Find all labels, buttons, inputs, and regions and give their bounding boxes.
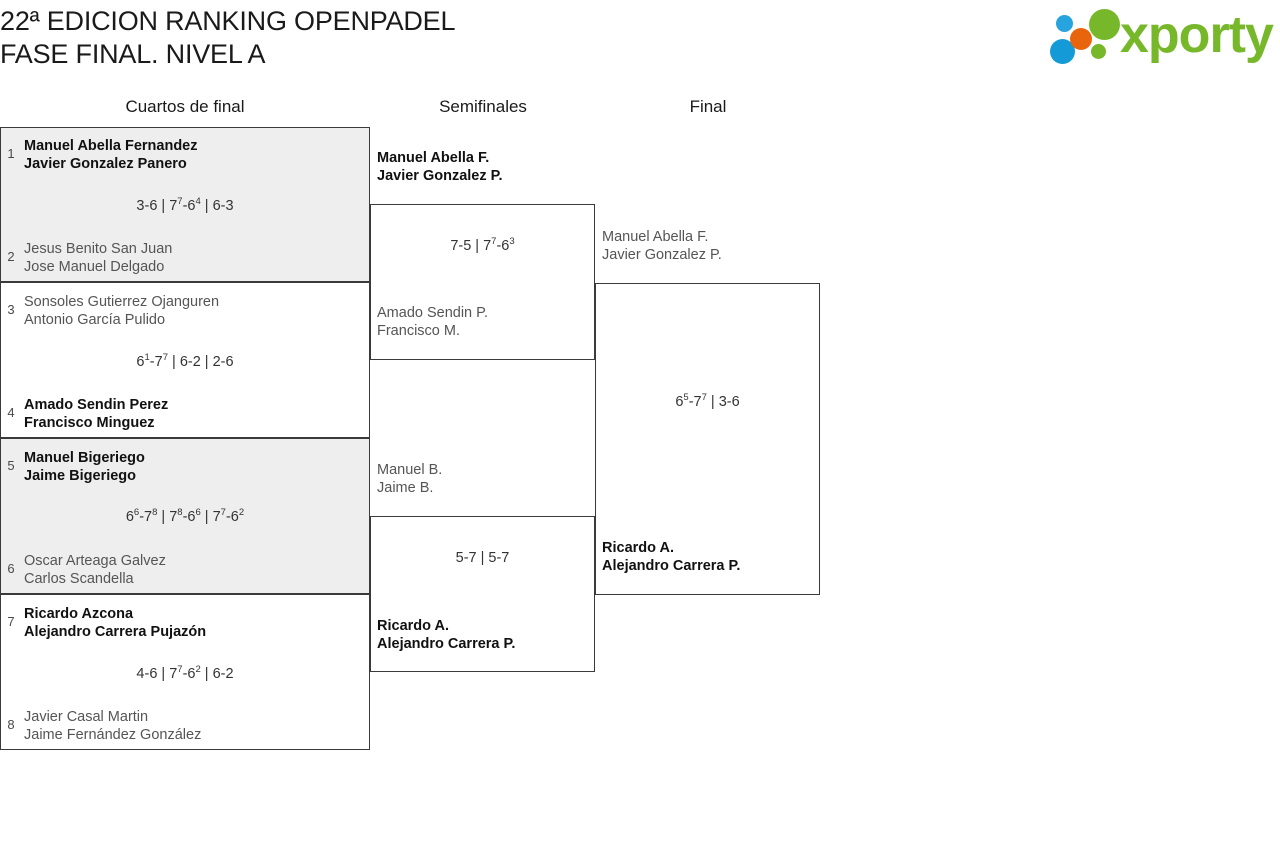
team-qf-1-bottom: Jesus Benito San Juan Jose Manuel Delgad… [24,241,173,275]
logo-dot-green-small-icon [1091,44,1106,59]
team-qf-2-top: Sonsoles Gutierrez Ojanguren Antonio Gar… [24,294,220,328]
team-sf-1-bottom: Amado Sendin P. Francisco M. [377,305,488,339]
team-qf-1-top: Manuel Abella Fernandez Javier Gonzalez … [24,138,198,172]
seed-number: 8 [7,717,15,732]
round-header-quarterfinals: Cuartos de final [125,97,245,116]
team-sf-2-top: Manuel B. Jaime B. [377,462,443,496]
seed-number: 6 [7,561,15,576]
xporty-logo: xporty [1044,6,1274,68]
logo-dots-icon [1050,8,1122,66]
match-box-qf-1[interactable] [0,127,370,282]
match-box-sf-1[interactable] [370,204,595,360]
score-final: 65-77 | 3-6 [675,392,740,410]
team-qf-3-top: Manuel Bigeriego Jaime Bigeriego [24,450,145,484]
seed-number: 1 [7,146,15,161]
logo-wordmark: xporty [1120,6,1274,64]
score-qf-4: 4-6 | 77-62 | 6-2 [136,664,234,682]
team-qf-4-bottom: Javier Casal Martin Jaime Fernández Gonz… [24,709,202,743]
seed-number: 3 [7,302,15,317]
match-box-qf-2[interactable] [0,282,370,438]
team-qf-3-bottom: Oscar Arteaga Galvez Carlos Scandella [24,553,166,587]
score-qf-2: 61-77 | 6-2 | 2-6 [136,352,234,370]
seed-number: 5 [7,458,15,473]
team-sf-2-bottom: Ricardo A. Alejandro Carrera P. [377,618,516,652]
page-title: 22ª EDICION RANKING OPENPADEL FASE FINAL… [0,0,900,71]
score-sf-2: 5-7 | 5-7 [455,550,510,566]
logo-dot-blue-small-icon [1056,15,1073,32]
match-box-qf-3[interactable] [0,438,370,594]
score-qf-3: 66-78 | 78-66 | 77-62 [125,507,245,525]
seed-number: 2 [7,249,15,264]
seed-number: 4 [7,405,15,420]
seed-number: 7 [7,614,15,629]
match-box-qf-4[interactable] [0,594,370,750]
team-final-top: Manuel Abella F. Javier Gonzalez P. [602,229,722,263]
logo-dot-green-large-icon [1089,9,1120,40]
team-final-bottom: Ricardo A. Alejandro Carrera P. [602,540,741,574]
score-sf-1: 7-5 | 77-63 [450,236,515,254]
score-qf-1: 3-6 | 77-64 | 6-3 [136,196,234,214]
match-box-final[interactable] [595,283,820,595]
team-qf-2-bottom: Amado Sendin Perez Francisco Minguez [24,397,169,431]
team-qf-4-top: Ricardo Azcona Alejandro Carrera Pujazón [24,606,207,640]
title-line-1: 22ª EDICION RANKING OPENPADEL [0,6,456,36]
round-header-semifinals: Semifinales [439,97,527,116]
round-header-final: Final [689,97,727,116]
logo-dot-orange-icon [1070,28,1092,50]
match-box-sf-2[interactable] [370,516,595,672]
title-line-2: FASE FINAL. NIVEL A [0,39,266,69]
team-sf-1-top: Manuel Abella F. Javier Gonzalez P. [377,150,503,184]
